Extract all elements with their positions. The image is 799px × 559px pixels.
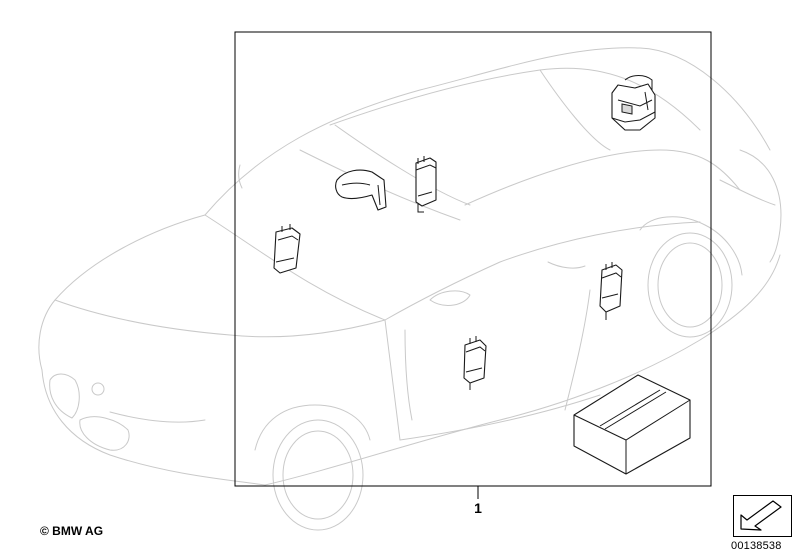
callout-number[interactable]: 1 (474, 500, 482, 516)
diagram-id: 00138538 (731, 540, 782, 552)
antenna-module-icon[interactable] (463, 336, 487, 390)
car-outline-drawing (38, 47, 782, 531)
interior-mirror-icon[interactable] (335, 169, 387, 211)
antenna-module-icon[interactable] (273, 224, 301, 274)
navigation-arrow-icon[interactable] (733, 495, 792, 537)
package-box-icon[interactable] (573, 374, 691, 475)
rain-light-sensor-icon[interactable] (611, 75, 656, 131)
parts-frame (234, 31, 712, 487)
copyright-text: © BMW AG (40, 524, 104, 538)
antenna-module-icon[interactable] (415, 156, 437, 213)
antenna-module-icon[interactable] (599, 262, 623, 320)
